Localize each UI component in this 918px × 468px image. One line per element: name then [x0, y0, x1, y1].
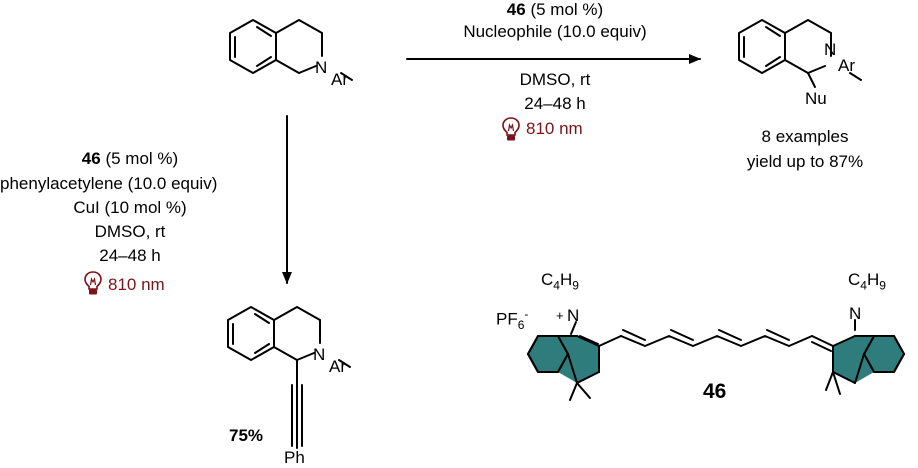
nucleophile-product-structure: [738, 19, 862, 88]
dye-n-right-label: N: [849, 304, 862, 323]
dye-pf6-charge: -: [524, 307, 529, 321]
left-catalyst-amount: (5 mol %): [100, 149, 179, 168]
dye-butyl-right-sub1: 4: [860, 278, 867, 293]
dye-butyl-left: C4H9: [541, 270, 579, 295]
left-solvent: DMSO, rt: [94, 222, 166, 241]
dye-butyl-left-c: C: [541, 270, 554, 289]
scope-yield: yield up to 87%: [746, 152, 864, 171]
alkyne-n-label: N: [313, 345, 326, 364]
left-reagent: phenylacetylene (10.0 equiv): [0, 174, 218, 193]
dye-butyl-left-h: H: [559, 270, 573, 289]
dye-butyl-right-c: C: [848, 270, 861, 289]
lightbulb-icon: [502, 117, 520, 141]
left-light-wavelength: 810 nm: [108, 275, 165, 294]
start-ar-label: Ar: [331, 70, 348, 89]
dye-butyl-right-h: H: [866, 270, 880, 289]
left-catalyst-line: 46 (5 mol %): [40, 149, 220, 169]
product-nu-label: Nu: [805, 89, 827, 108]
lightbulb-icon: [84, 271, 102, 295]
top-time: 24–48 h: [524, 94, 586, 113]
left-time: 24–48 h: [99, 246, 161, 265]
dye-n-left-label: N: [567, 306, 580, 325]
dye-butyl-left-sub1: 4: [553, 278, 560, 293]
dye-butyl-left-sub2: 9: [572, 278, 579, 293]
product-ar-label: Ar: [838, 56, 855, 75]
alkyne-ar-label: Ar: [329, 357, 346, 376]
scope-examples: 8 examples: [761, 127, 849, 146]
left-catalyst-number: 46: [81, 149, 101, 168]
top-catalyst-line: 46 (5 mol %): [420, 0, 690, 20]
dye-compound-number: 46: [703, 380, 727, 403]
dye-pf6-label: PF: [496, 309, 518, 329]
top-nucleophile: Nucleophile (10.0 equiv): [463, 22, 647, 41]
top-catalyst-amount: (5 mol %): [525, 0, 604, 19]
start-n-label: N: [315, 58, 328, 77]
alkyne-product-structure: [227, 306, 351, 449]
alkyne-product-yield: 75%: [229, 426, 264, 445]
dye-counterion: PF6-: [496, 304, 528, 335]
dye-positive-charge: +: [556, 308, 564, 323]
dye-butyl-right-sub2: 9: [879, 278, 886, 293]
cyanine-dye-46-structure: [527, 319, 905, 401]
left-additive: CuI (10 mol %): [73, 198, 187, 217]
dye-butyl-right: C4H9: [848, 270, 886, 295]
dye-pf6-subscript: 6: [517, 318, 525, 333]
top-light-wavelength: 810 nm: [526, 119, 583, 138]
alkyne-ph-label: Ph: [284, 448, 305, 467]
starting-material-structure: [229, 19, 353, 81]
top-catalyst-number: 46: [506, 0, 526, 19]
product-n-label: N: [824, 40, 837, 59]
top-solvent: DMSO, rt: [519, 70, 591, 89]
